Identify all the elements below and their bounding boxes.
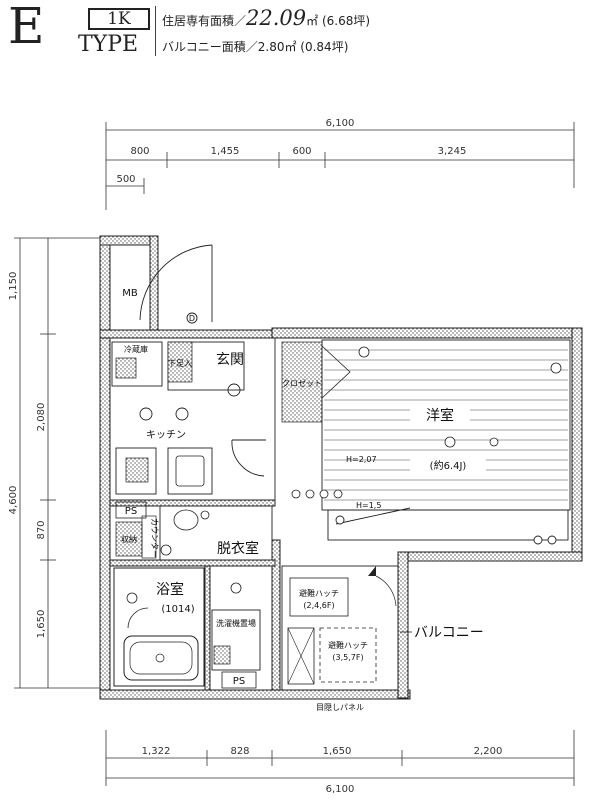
laundry-area: 洗濯機置場 <box>211 609 261 671</box>
top-dimensions <box>105 122 575 210</box>
floor-area-unit: ㎡ <box>306 14 319 28</box>
counter-label: カウンター <box>150 518 159 558</box>
balcony-label: バルコニー <box>414 625 484 641</box>
top-dim-3: 600 <box>292 146 311 157</box>
header-divider <box>155 6 156 56</box>
left-dim-4: 1,650 <box>36 610 47 639</box>
door-marker: D <box>189 314 195 323</box>
mb-label: MB <box>122 288 138 299</box>
balcony: 避難ハッチ (2,4,6F) 避難ハッチ (3,5,7F) バルコニー 目隠しパ… <box>281 565 484 712</box>
left-dimensions <box>14 237 100 689</box>
bottom-dim-1: 1,322 <box>142 746 171 757</box>
top-dim-2: 1,455 <box>211 146 240 157</box>
type-header: E 1K TYPE <box>4 0 154 62</box>
ps-top-label: PS <box>125 506 137 517</box>
room-door <box>231 338 276 500</box>
ceiling-height-2: H=1,5 <box>356 501 381 510</box>
top-total-dim: 6,100 <box>326 118 355 129</box>
left-dim-3: 870 <box>36 520 47 539</box>
bottom-dim-3: 1,650 <box>323 746 352 757</box>
dressing-room: 脱衣室 <box>159 505 273 561</box>
kitchen-area: 冷蔵庫 キッチン <box>111 341 241 495</box>
closet-label: クロゼット <box>282 378 322 388</box>
laundry-label: 洗濯機置場 <box>216 618 256 628</box>
hatch-1-label: 避難ハッチ <box>299 588 339 598</box>
ps-bottom: PS <box>221 671 257 689</box>
entrance-label: 玄関 <box>216 351 244 368</box>
western-room: 洋室 (約6.4J) H=2,07 <box>321 339 571 511</box>
bottom-dim-4: 2,200 <box>474 746 503 757</box>
storage: 収納 カウンター <box>115 515 159 559</box>
bottom-total-dim: 6,100 <box>326 784 355 795</box>
hatch-2-label: 避難ハッチ <box>328 640 368 650</box>
unit-type-badge: 1K <box>88 8 150 30</box>
fridge-label: 冷蔵庫 <box>124 344 148 354</box>
walls <box>99 235 583 700</box>
entrance-door <box>139 244 213 324</box>
ceiling-height-1: H=2,07 <box>346 455 377 464</box>
closet: クロゼット <box>281 341 351 423</box>
mb-closet: MB <box>109 244 151 331</box>
type-word: TYPE <box>78 32 139 57</box>
ps-bottom-label: PS <box>233 676 245 687</box>
bottom-dimensions <box>105 730 575 786</box>
floor-area-line: 住居専有面積／22.09㎡ (6.68坪) <box>162 6 370 30</box>
top-dim-4: 3,245 <box>438 146 467 157</box>
left-total-dim: 4,600 <box>8 486 19 515</box>
bath-label: 浴室 <box>156 581 184 598</box>
bath-area: 浴室 (1014) <box>113 567 242 687</box>
entrance-area: 玄関 下足入 <box>167 341 245 391</box>
kitchen-label: キッチン <box>146 429 186 441</box>
floor-area-value: 22.09 <box>246 6 307 30</box>
bottom-dim-2: 828 <box>230 746 249 757</box>
panel-label: 目隠しパネル <box>316 702 364 712</box>
hatch-2-floors: (3,5,7F) <box>332 653 363 662</box>
western-room-label: 洋室 <box>426 407 454 424</box>
type-letter: E <box>8 0 45 55</box>
left-dim-2: 2,080 <box>36 403 47 432</box>
bath-size: (1014) <box>161 604 194 615</box>
top-sub-dim: 500 <box>116 174 135 185</box>
floor-area-label: 住居専有面積／ <box>162 14 247 28</box>
storage-label: 収納 <box>121 534 137 544</box>
floor-area-tsubo: (6.68坪) <box>321 14 371 28</box>
dressing-label: 脱衣室 <box>217 540 259 557</box>
western-room-size: (約6.4J) <box>430 459 467 472</box>
ps-top: PS <box>115 501 147 519</box>
hatch-1-floors: (2,4,6F) <box>303 601 334 610</box>
balcony-area-line: バルコニー面積／2.80㎡ (0.84坪) <box>162 40 349 54</box>
window-sill <box>327 507 569 545</box>
left-dim-1: 1,150 <box>8 272 19 301</box>
shoe-label: 下足入 <box>168 359 192 368</box>
top-dim-1: 800 <box>130 146 149 157</box>
outlets <box>291 489 343 499</box>
